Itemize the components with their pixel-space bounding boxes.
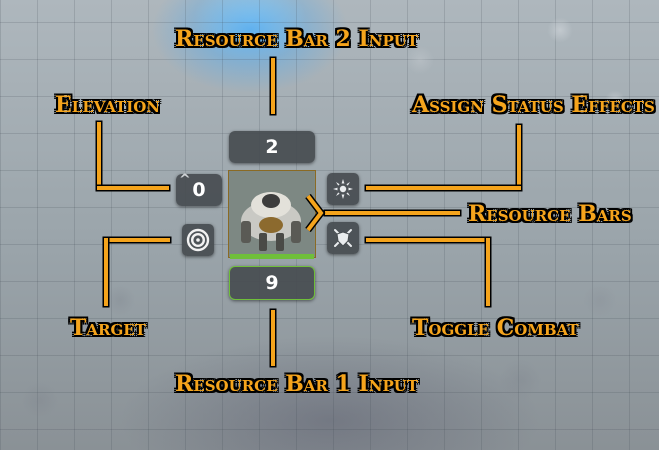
resource-bar-2-input[interactable]: 2 bbox=[229, 131, 315, 163]
status-effects-icon bbox=[333, 179, 353, 199]
callout-elevation: Elevation bbox=[55, 92, 160, 118]
connector-combat bbox=[486, 238, 490, 306]
connector-resource-bars bbox=[325, 211, 460, 215]
connector-status-h bbox=[366, 186, 521, 190]
connector-status bbox=[517, 125, 521, 190]
elevation-arrow: ^ bbox=[179, 172, 191, 188]
target-button[interactable] bbox=[182, 224, 214, 256]
connector-bar1 bbox=[271, 310, 275, 366]
toggle-combat-button[interactable] bbox=[327, 222, 359, 254]
connector-elevation-h bbox=[97, 186, 169, 190]
token-portrait[interactable] bbox=[228, 170, 316, 258]
creature-token-image bbox=[229, 171, 314, 256]
connector-elevation bbox=[97, 122, 101, 190]
target-icon bbox=[186, 228, 210, 252]
resource-bars-chevron bbox=[305, 193, 326, 233]
connector-target bbox=[104, 238, 108, 306]
connector-target-h bbox=[104, 238, 170, 242]
connector-bar2 bbox=[271, 58, 275, 114]
callout-resource-bars: Resource Bars bbox=[468, 201, 632, 227]
assign-status-effects-button[interactable] bbox=[327, 173, 359, 205]
resource-bar-1-input[interactable]: 9 bbox=[229, 266, 315, 300]
connector-combat-h bbox=[366, 238, 490, 242]
callout-resource-bar-1-input: Resource Bar 1 Input bbox=[175, 371, 419, 397]
callout-target: Target bbox=[70, 315, 146, 341]
elevation-value: 0 bbox=[192, 179, 206, 201]
resource-bar-1 bbox=[230, 254, 314, 259]
callout-resource-bar-2-input: Resource Bar 2 Input bbox=[175, 26, 419, 52]
crossed-swords-shield-icon bbox=[334, 229, 352, 247]
elevation-input[interactable]: ^ 0 bbox=[176, 172, 222, 206]
callout-toggle-combat: Toggle Combat bbox=[412, 315, 579, 341]
callout-assign-status-effects: Assign Status Effects bbox=[412, 92, 655, 118]
